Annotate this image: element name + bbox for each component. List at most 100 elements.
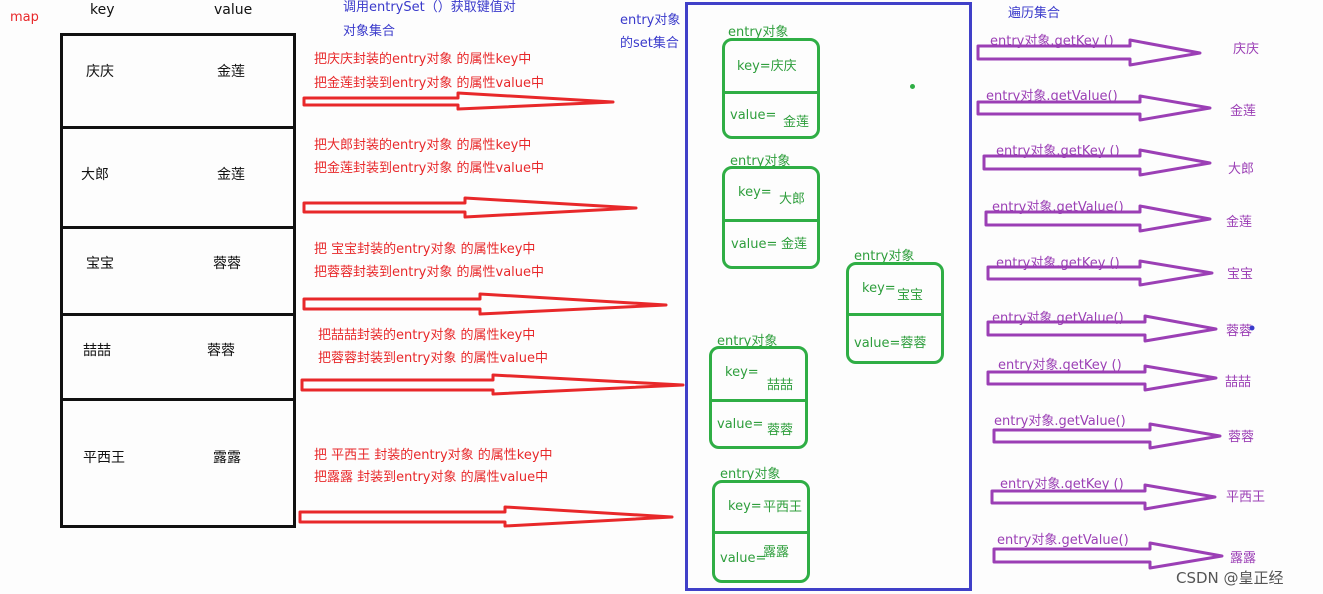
map-value: 蓉蓉 <box>207 343 235 359</box>
traverse-caption: 遍历集合 <box>1008 6 1061 21</box>
traversal-result: 宝宝 <box>1227 267 1254 282</box>
entry-title: entry对象 <box>854 249 915 264</box>
traversal-result: 大郎 <box>1228 162 1255 177</box>
entry-key-label: key= <box>728 499 762 514</box>
map-table: 庆庆 金莲 大郎 金莲 宝宝 蓉蓉 喆喆 蓉蓉 平西王 露露 <box>60 33 296 528</box>
entry-title: entry对象 <box>717 334 778 349</box>
key-column-header: key <box>90 2 115 18</box>
red-arrow <box>300 373 685 396</box>
map-label: map <box>10 10 39 25</box>
traversal-result: 庆庆 <box>1233 42 1260 57</box>
traversal-call: entry对象.getValue() <box>997 533 1129 548</box>
map-row: 庆庆 金莲 <box>63 36 293 129</box>
map-key: 平西王 <box>83 450 125 466</box>
entry-key-label: key= <box>738 185 772 200</box>
annotation-line: 把大郎封装的entry对象 的属性key中 <box>314 138 532 153</box>
traversal-call: entry对象.getKey () <box>1000 477 1124 492</box>
set-caption-line2: 的set集合 <box>620 36 679 51</box>
watermark: CSDN @皇正经 <box>1176 569 1284 587</box>
entry-object: key= 平西王 value= 露露 <box>712 480 810 583</box>
entry-key-label: key= <box>725 365 759 380</box>
stray-dot <box>910 84 915 89</box>
traversal-result: 露露 <box>1230 551 1257 566</box>
red-arrow <box>298 505 674 528</box>
annotation-line: 把 宝宝封装的entry对象 的属性key中 <box>314 242 536 257</box>
map-key: 宝宝 <box>86 256 114 272</box>
entryset-caption-line2: 对象集合 <box>343 24 396 39</box>
value-column-header: value <box>214 2 253 18</box>
entry-value-label: value= <box>731 237 778 252</box>
entry-value-label: value= <box>717 417 764 432</box>
entry-value: 蓉蓉 <box>767 423 794 438</box>
annotation-line: 把 平西王 封装的entry对象 的属性key中 <box>314 448 553 463</box>
map-row: 宝宝 蓉蓉 <box>63 229 293 316</box>
map-row: 喆喆 蓉蓉 <box>63 316 293 401</box>
map-value: 露露 <box>213 450 241 466</box>
entry-key: key=庆庆 <box>737 59 797 74</box>
map-row: 平西王 露露 <box>63 401 293 528</box>
entry-object: key= 宝宝 value=蓉蓉 <box>846 262 944 364</box>
traversal-result: 金莲 <box>1226 215 1253 230</box>
annotation-line: 把喆喆封装的entry对象 的属性key中 <box>318 328 536 343</box>
entry-key: 宝宝 <box>897 288 924 303</box>
map-key: 喆喆 <box>83 343 111 359</box>
traversal-result: 平西王 <box>1226 490 1266 505</box>
map-value: 蓉蓉 <box>213 256 241 272</box>
entry-object: key= 喆喆 value= 蓉蓉 <box>709 346 808 449</box>
purple-arrow <box>976 94 1212 122</box>
purple-arrow <box>986 314 1218 343</box>
annotation-line: 把蓉蓉封装到entry对象 的属性value中 <box>314 265 545 280</box>
traversal-call: entry对象.getValue() <box>986 89 1118 104</box>
entry-divider <box>849 313 941 316</box>
entry-title: entry对象 <box>730 154 791 169</box>
red-arrow <box>302 292 668 316</box>
entry-divider <box>725 219 817 222</box>
map-value: 金莲 <box>217 167 245 183</box>
entry-title: entry对象 <box>720 467 781 482</box>
purple-arrow <box>976 38 1202 67</box>
purple-arrow <box>984 204 1212 233</box>
purple-arrow <box>992 541 1224 570</box>
entryset-caption-line1: 调用entrySet（）获取键值对 <box>343 0 516 15</box>
purple-arrow <box>986 259 1214 287</box>
entry-divider <box>715 531 807 534</box>
entry-key: 大郎 <box>779 192 806 207</box>
stray-blue-dot <box>1249 325 1255 331</box>
entry-value-label: value=蓉蓉 <box>854 336 927 351</box>
map-key: 庆庆 <box>86 64 114 80</box>
purple-arrow <box>992 422 1222 450</box>
map-key: 大郎 <box>81 167 109 183</box>
map-row: 大郎 金莲 <box>63 129 293 229</box>
entry-key-label: key= <box>862 281 896 296</box>
set-caption-line1: entry对象 <box>620 13 681 28</box>
entry-value-label: value= <box>730 108 777 123</box>
red-arrow <box>302 196 638 219</box>
traversal-call: entry对象.getKey () <box>998 358 1122 373</box>
annotation-line: 把露露 封装到entry对象 的属性value中 <box>314 470 549 485</box>
entry-value: 金莲 <box>781 237 808 252</box>
red-arrow <box>302 91 615 111</box>
traversal-result: 金莲 <box>1230 104 1257 119</box>
entry-key: 平西王 <box>763 500 803 515</box>
traversal-result: 蓉蓉 <box>1228 430 1255 445</box>
map-value: 金莲 <box>217 64 245 80</box>
entry-value: 金莲 <box>783 115 810 130</box>
annotation-line: 把蓉蓉封装到entry对象 的属性value中 <box>318 351 549 366</box>
entry-value: 露露 <box>763 545 790 560</box>
annotation-line: 把金莲封装到entry对象 的属性value中 <box>314 76 545 91</box>
purple-arrow <box>982 148 1212 177</box>
traversal-call: entry对象.getValue() <box>994 414 1126 429</box>
purple-arrow <box>990 483 1217 511</box>
entry-value-label: value= <box>720 551 767 566</box>
entry-key: 喆喆 <box>767 378 794 393</box>
entry-title: entry对象 <box>728 25 789 40</box>
traversal-result: 喆喆 <box>1225 375 1252 390</box>
annotation-line: 把庆庆封装的entry对象 的属性key中 <box>314 52 532 67</box>
entry-object: key=庆庆 value= 金莲 <box>722 38 820 139</box>
entry-object: key= 大郎 value= 金莲 <box>722 166 820 269</box>
entry-set-container <box>685 2 972 591</box>
traversal-result: 蓉蓉 <box>1226 324 1253 339</box>
entry-divider <box>725 91 817 94</box>
annotation-line: 把金莲封装到entry对象 的属性value中 <box>314 161 545 176</box>
